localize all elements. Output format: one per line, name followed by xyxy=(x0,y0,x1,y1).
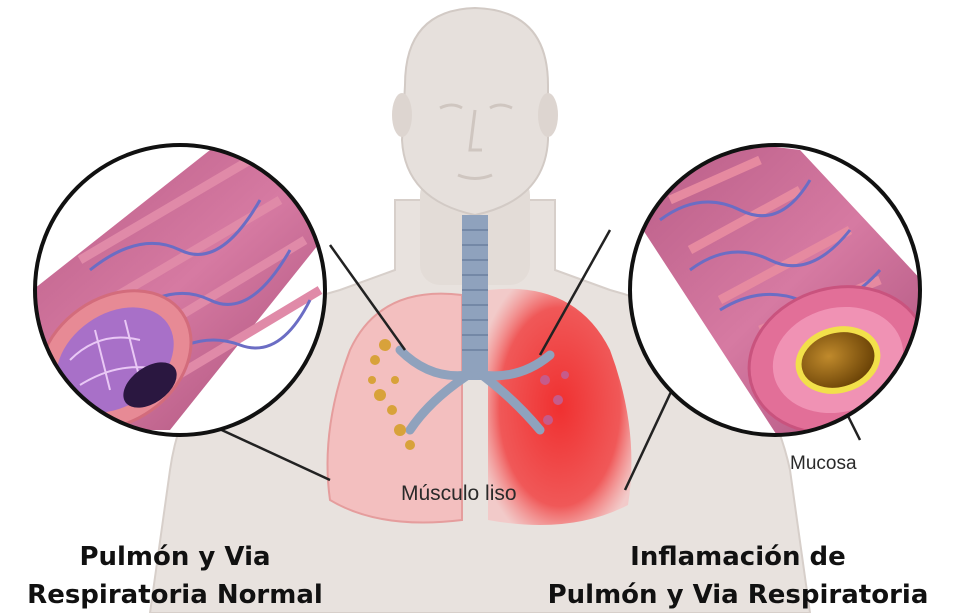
caption-inflamed-line1: Inflamación de xyxy=(528,538,948,576)
caption-normal-line2: Respiratoria Normal xyxy=(25,576,325,614)
caption-normal: Pulmón y Via Respiratoria Normal xyxy=(25,538,325,614)
ear-left xyxy=(392,93,412,137)
caption-inflamed: Inflamación de Pulmón y Via Respiratoria xyxy=(528,538,948,614)
label-mucosa: Mucosa xyxy=(790,453,857,475)
trachea xyxy=(462,215,488,380)
label-muscle: Músculo liso xyxy=(401,482,517,506)
caption-normal-line1: Pulmón y Via xyxy=(25,538,325,576)
ear-right xyxy=(538,93,558,137)
caption-inflamed-line2: Pulmón y Via Respiratoria xyxy=(528,576,948,614)
